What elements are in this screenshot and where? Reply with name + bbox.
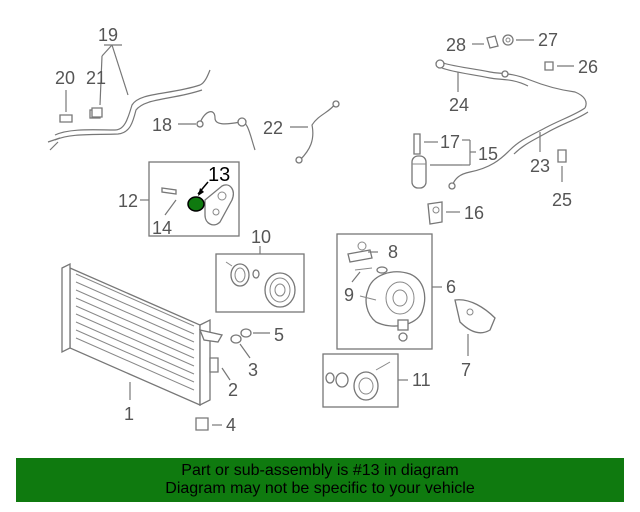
- callout-26: 26: [578, 57, 598, 77]
- callout-22: 22: [263, 118, 283, 138]
- bushing-4: [195, 417, 209, 431]
- callout-27: 27: [538, 30, 558, 50]
- callout-10: 10: [251, 227, 271, 247]
- callout-20: 20: [55, 68, 75, 88]
- hose-24: [435, 59, 587, 109]
- callout-23: 23: [530, 156, 550, 176]
- callout-17: 17: [440, 132, 460, 152]
- callout-21: 21: [86, 68, 106, 88]
- callout-13: 13: [208, 164, 230, 186]
- parts-diagram: 19 20 21 18 22 12 13 14 10: [47, 25, 598, 435]
- seal-27: [502, 34, 514, 46]
- hose-22: [295, 100, 340, 164]
- callout-3: 3: [248, 360, 258, 380]
- callout-4: 4: [226, 415, 236, 435]
- callout-6: 6: [446, 277, 456, 297]
- banner-line-2: Diagram may not be specific to your vehi…: [165, 480, 475, 497]
- bracket-21: [91, 107, 103, 118]
- callout-25: 25: [552, 190, 572, 210]
- callout-14: 14: [152, 218, 172, 238]
- callout-15: 15: [478, 144, 498, 164]
- callout-5: 5: [274, 325, 284, 345]
- callout-9: 9: [344, 285, 354, 305]
- callout-12: 12: [118, 191, 138, 211]
- info-banner: Part or sub-assembly is #13 in diagram D…: [16, 458, 624, 502]
- callout-1: 1: [124, 404, 134, 424]
- bolt-2: [209, 357, 219, 373]
- nut-5: [240, 328, 252, 338]
- callout-7: 7: [461, 360, 471, 380]
- callout-8: 8: [388, 242, 398, 262]
- switch-25: [557, 149, 567, 163]
- clutch-coil: [325, 361, 391, 401]
- callout-2: 2: [228, 380, 238, 400]
- bracket-16: [427, 201, 443, 225]
- compressor: [359, 271, 426, 342]
- group-box-6: [336, 233, 433, 350]
- washer-3: [230, 334, 242, 344]
- clip-20: [59, 114, 73, 123]
- seal-kit-8: [347, 241, 373, 263]
- seal-9: [354, 266, 388, 274]
- callout-11: 11: [412, 370, 431, 390]
- bracket-7: [454, 299, 496, 334]
- callout-19: 19: [98, 25, 118, 45]
- cap-17: [413, 133, 421, 155]
- expansion-valve: [204, 184, 234, 226]
- part-13-highlighted[interactable]: [187, 196, 205, 212]
- bolt-14: [161, 187, 177, 195]
- callout-18: 18: [152, 115, 172, 135]
- hose-23: [448, 107, 589, 190]
- condenser-1: [61, 262, 223, 407]
- seal-28: [486, 35, 499, 49]
- sensor-26: [544, 61, 554, 71]
- banner-line-1: Part or sub-assembly is #13 in diagram: [181, 462, 459, 479]
- callout-28: 28: [446, 35, 466, 55]
- callout-16: 16: [464, 203, 484, 223]
- clutch-parts: [225, 261, 296, 308]
- group-box-12: [148, 161, 240, 237]
- hose-18: [196, 111, 256, 151]
- callout-24: 24: [449, 95, 469, 115]
- drier-15: [411, 155, 427, 189]
